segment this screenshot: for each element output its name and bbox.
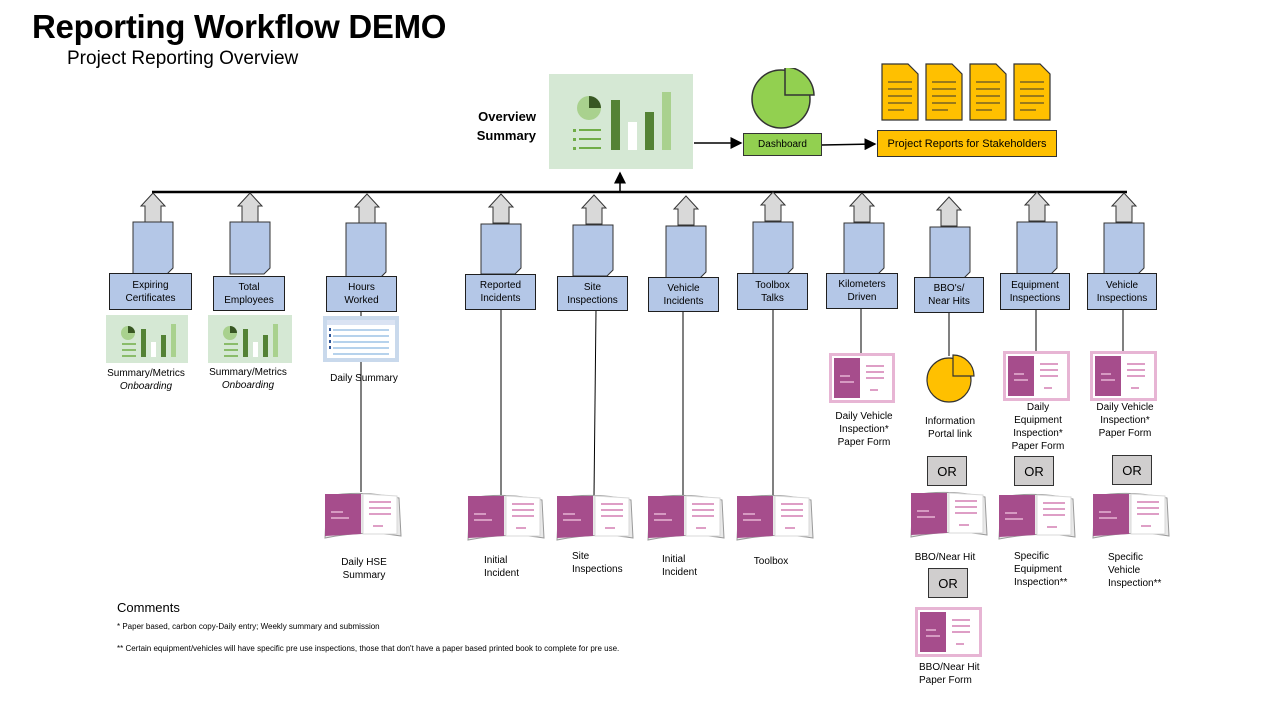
comment-note-2: ** Certain equipment/vehicles will have … <box>117 644 620 653</box>
or-box: OR <box>927 456 967 486</box>
overview-summary-icon <box>549 74 693 169</box>
daily-summary-spreadsheet-icon <box>323 316 399 362</box>
paper-form-icon <box>915 607 982 657</box>
book-bbo-label: BBO/Near Hit <box>914 552 976 563</box>
page-title: Reporting Workflow DEMO <box>32 8 447 45</box>
paper-form-icon <box>829 353 895 403</box>
stakeholder-report-docs-icon <box>881 63 1051 121</box>
book-toolbox-label: Toolbox <box>753 556 789 567</box>
information-portal-pie-icon <box>926 354 975 403</box>
category-bbos-near-hits: BBO's/Near Hits <box>914 277 984 313</box>
project-reports-box: Project Reports for Stakeholders <box>877 130 1057 157</box>
summary-metrics-icon <box>208 315 292 363</box>
or-box: OR <box>1014 456 1054 486</box>
or-box: OR <box>928 568 968 598</box>
comment-note-1: * Paper based, carbon copy-Daily entry; … <box>117 622 380 631</box>
or-box: OR <box>1112 455 1152 485</box>
paper-form-icon <box>1090 351 1157 401</box>
source-hours-label: Daily Summary <box>330 373 398 384</box>
comments-heading: Comments <box>117 600 180 615</box>
paper-form-icon <box>1003 351 1070 401</box>
summary-metrics-icon <box>106 315 188 363</box>
page-subtitle: Project Reporting Overview <box>67 48 299 69</box>
dashboard-pie-icon <box>751 68 815 129</box>
dashboard-box: Dashboard <box>743 133 822 156</box>
